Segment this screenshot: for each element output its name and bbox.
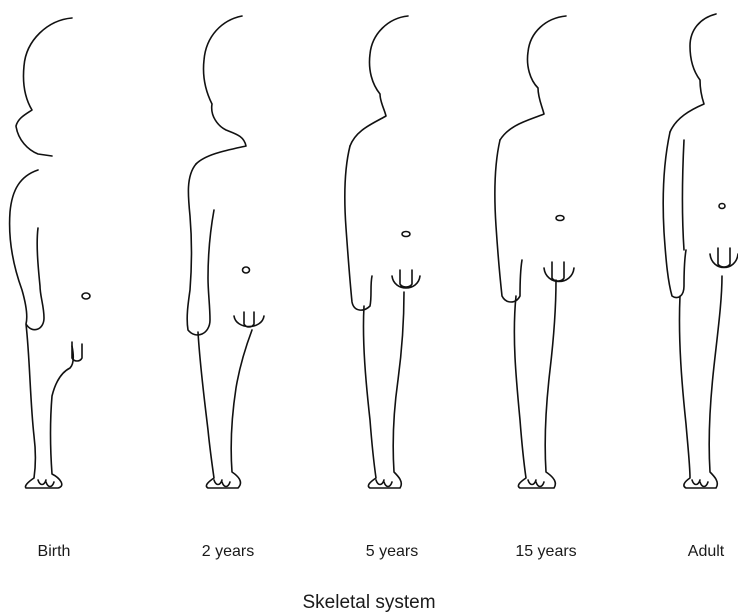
- figure-2-years: [187, 16, 264, 488]
- figure-caption: Skeletal system: [302, 592, 435, 614]
- figure-5-years: [345, 16, 420, 488]
- 2y-navel: [243, 267, 250, 273]
- 2y-head-outline: [196, 16, 246, 164]
- stage-label-birth: Birth: [38, 543, 71, 561]
- birth-body-outline: [10, 170, 74, 488]
- adult-navel: [719, 204, 725, 209]
- 15y-genital: [544, 262, 574, 282]
- adult-genital: [710, 248, 738, 268]
- 15y-navel: [556, 216, 564, 221]
- 15y-body-outline: [495, 140, 556, 488]
- 5y-body-outline: [345, 146, 404, 488]
- figure-adult: [663, 14, 738, 488]
- stage-label-2-years: 2 years: [202, 543, 254, 561]
- figure-15-years: [495, 16, 574, 488]
- stage-label-5-years: 5 years: [366, 543, 418, 561]
- adult-head-outline: [670, 14, 716, 132]
- stage-label-adult: Adult: [688, 543, 724, 561]
- 2y-foot-toes: [214, 480, 230, 487]
- 5y-head-outline: [350, 16, 408, 146]
- birth-navel: [82, 293, 90, 299]
- birth-foot-toes: [38, 480, 54, 487]
- adult-foot-toes: [692, 480, 708, 487]
- 2y-genital: [234, 312, 264, 327]
- figure-birth: [10, 18, 90, 488]
- 5y-navel: [402, 232, 410, 237]
- 15y-foot-toes: [528, 480, 544, 487]
- 15y-head-outline: [500, 16, 566, 140]
- stage-label-15-years: 15 years: [515, 543, 576, 561]
- 5y-genital: [392, 270, 420, 288]
- adult-body-outline: [663, 132, 722, 488]
- 5y-foot-toes: [376, 480, 392, 487]
- birth-head-outline: [16, 18, 72, 156]
